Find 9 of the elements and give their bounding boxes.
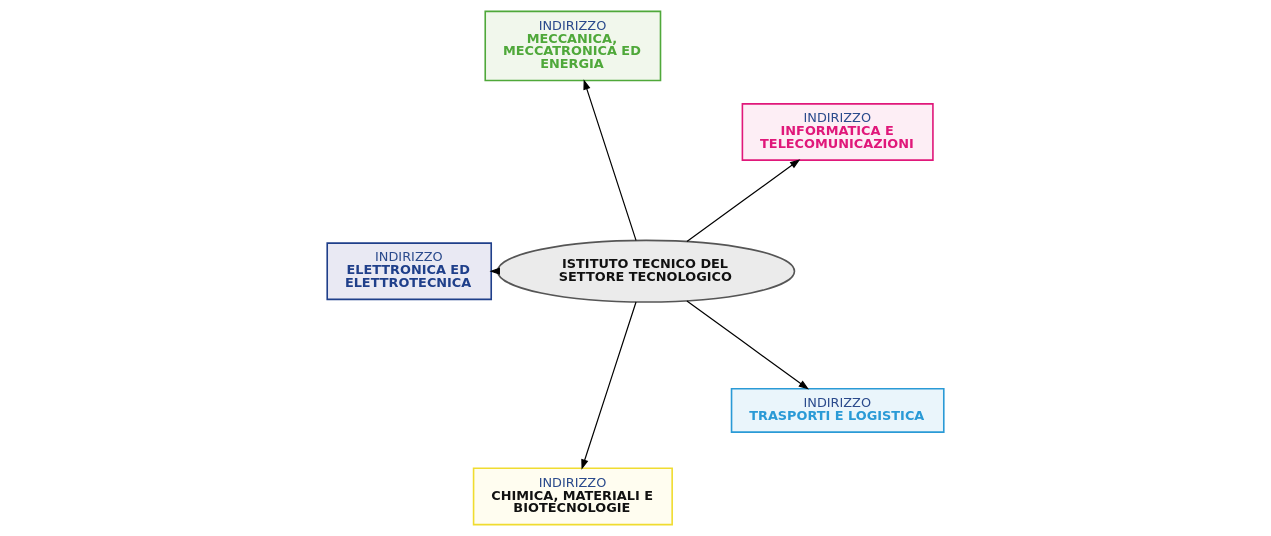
arrow: [583, 79, 637, 241]
node-box: INDIRIZZO ELETTRONICA ED ELETTROTECNICA: [326, 242, 493, 301]
arrow: [581, 301, 637, 470]
node-box: INDIRIZZO TRASPORTI E LOGISTICA: [730, 387, 945, 433]
arrow: [686, 159, 801, 243]
node-box: INDIRIZZO MECCANICA, MECCATRONICA ED ENERGIA: [484, 10, 662, 82]
arrow: [686, 300, 809, 390]
node-box: INDIRIZZO CHIMICA, MATERIALI E BIOTECNOLOGIE: [472, 467, 673, 526]
node-box: INDIRIZZO INFORMATICA E TELECOMUNICAZIONI: [741, 103, 934, 161]
